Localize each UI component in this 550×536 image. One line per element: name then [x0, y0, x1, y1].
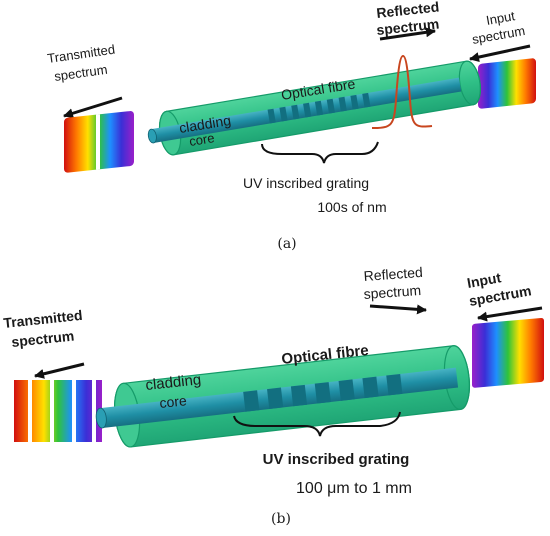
period-label-b: 100 μm to 1 mm	[296, 480, 412, 497]
cladding-label-b: cladding	[145, 371, 202, 394]
input-spectrum-a	[478, 58, 536, 109]
transmitted-spectrum-b	[14, 380, 102, 442]
grating-label-a: UV inscribed grating	[243, 175, 369, 191]
notch-b-4	[92, 380, 96, 442]
arrow-left-icon	[469, 44, 531, 62]
arrow-right-icon	[379, 27, 436, 41]
notch-a	[96, 114, 100, 170]
panel-label-a: (a)	[277, 236, 296, 252]
input-spectrum-b	[472, 317, 544, 388]
input-label-b: Input	[466, 269, 503, 291]
notch-b-3	[72, 380, 76, 442]
grating-label-b: UV inscribed grating	[263, 451, 410, 468]
arrow-left-icon	[63, 96, 123, 119]
curly-brace-icon	[233, 411, 401, 437]
reflected-label-b-2: spectrum	[363, 282, 422, 302]
grating-b	[243, 373, 403, 412]
arrow-left-icon	[34, 362, 85, 379]
period-label-a: 100s of nm	[317, 199, 386, 215]
input-label-a-2: spectrum	[471, 23, 526, 47]
panel-label-b: (b)	[271, 511, 291, 527]
transmitted-spectrum-a	[64, 111, 134, 173]
reflected-peak-a	[371, 54, 433, 129]
arrow-left-icon	[477, 306, 543, 322]
input-label-a: Input	[485, 8, 516, 28]
panel-b: Transmitted spectrum Reflected spectrum …	[3, 264, 544, 527]
notch-b-1	[28, 380, 32, 442]
curly-brace-icon	[261, 141, 379, 164]
panel-a: Transmitted spectrum Reflected spectrum …	[46, 0, 536, 252]
optical-fibre-a	[147, 60, 482, 156]
core-label-a: core	[188, 130, 215, 149]
grating-a	[267, 92, 371, 124]
core-label-b: core	[159, 392, 188, 411]
arrow-right-icon	[369, 304, 427, 315]
reflected-label-b: Reflected	[363, 264, 423, 284]
reflected-label-a-2: spectrum	[376, 15, 440, 38]
transmitted-label-b-2: spectrum	[11, 327, 75, 350]
transmitted-label-a-2: spectrum	[53, 62, 108, 84]
optical-fibre-b	[95, 345, 471, 448]
notch-b-2	[50, 380, 54, 442]
reflected-label-a: Reflected	[376, 0, 440, 21]
